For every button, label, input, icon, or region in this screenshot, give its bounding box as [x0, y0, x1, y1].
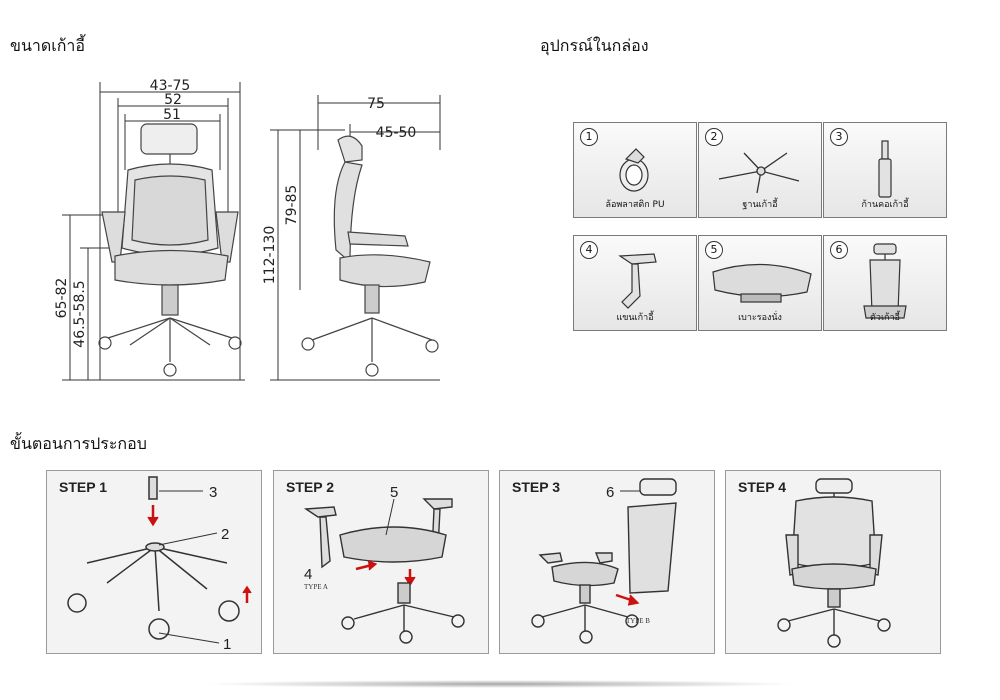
part-name: เบาะรองนั่ง — [738, 313, 782, 323]
step-label: STEP 3 — [512, 479, 560, 495]
part-name: ล้อพลาสติก PU — [605, 200, 665, 210]
step-panel-2: STEP 2 5 4 TYPE A — [273, 470, 489, 654]
part-number: 1 — [580, 128, 598, 146]
part-number: 4 — [580, 241, 598, 259]
dim-side-back-height: 79-85 — [284, 185, 300, 226]
dim-front-armrest-height: 65-82 — [54, 278, 70, 319]
step-panel-1: STEP 1 3 2 1 — [46, 470, 262, 654]
part-number: 2 — [705, 128, 723, 146]
dim-side-headrest-depth: 45-50 — [376, 125, 417, 141]
step-label: STEP 4 — [738, 479, 786, 495]
step-panel-4: STEP 4 — [725, 470, 941, 654]
chair-dimension-drawings: 43-75 52 51 65-82 46.5-58.5 75 45-50 112… — [54, 78, 441, 381]
chair-base-icon — [718, 152, 800, 194]
part-number: 6 — [830, 241, 848, 259]
step-label: STEP 2 — [286, 479, 334, 495]
dim-front-seat-width: 52 — [164, 92, 182, 108]
part-item: 4 แขนเก้าอี้ — [573, 235, 697, 331]
step-4-illustration — [777, 478, 891, 648]
part-item: 5 เบาะรองนั่ง — [698, 235, 822, 331]
step-2-type-a: TYPE A — [304, 583, 328, 591]
part-name: ฐานเก้าอี้ — [742, 200, 778, 210]
step-2-callout-5: 5 — [390, 484, 398, 501]
assembly-steps-heading: ขั้นตอนการประกอบ — [10, 434, 147, 453]
step-2-callout-4: 4 — [304, 566, 312, 583]
dim-front-back-width: 51 — [163, 107, 181, 123]
dim-side-overall-height: 112-130 — [262, 226, 278, 285]
box-contents-heading: อุปกรณ์ในกล่อง — [540, 36, 649, 55]
step-label: STEP 1 — [59, 479, 107, 495]
step-2-illustration — [303, 498, 465, 644]
part-item: 3 ก้านคอเก้าอี้ — [823, 122, 947, 218]
armrest-icon — [618, 253, 657, 309]
caster-wheel-icon — [619, 148, 649, 192]
step-1-callout-2: 2 — [221, 526, 229, 543]
bottom-shadow — [200, 680, 800, 688]
step-1-illustration — [67, 476, 252, 644]
part-item: 1 ล้อพลาสติก PU — [573, 122, 697, 218]
step-3-callout-6: 6 — [606, 484, 614, 501]
part-number: 5 — [705, 241, 723, 259]
part-name: ก้านคอเก้าอี้ — [861, 200, 909, 210]
step-3-type-b: TYPE B — [626, 617, 650, 625]
part-name: แขนเก้าอี้ — [616, 313, 654, 323]
step-3-illustration — [531, 478, 677, 644]
seat-cushion-icon — [712, 263, 812, 303]
step-panel-3: STEP 3 6 TYPE B — [499, 470, 715, 654]
dim-front-seat-height: 46.5-58.5 — [72, 280, 88, 347]
dim-side-depth: 75 — [367, 96, 385, 112]
part-item: 2 ฐานเก้าอี้ — [698, 122, 822, 218]
step-1-callout-3: 3 — [209, 484, 217, 501]
part-number: 3 — [830, 128, 848, 146]
box-contents-grid: 1 ล้อพลาสติก PU 2 ฐานเก้าอี้ 3 ก้านคอเก้… — [573, 122, 947, 332]
dim-front-overall-width: 43-75 — [150, 78, 191, 94]
step-1-callout-1: 1 — [223, 636, 231, 653]
chair-back-icon — [863, 243, 907, 319]
part-item: 6 ตัวเก้าอี้ — [823, 235, 947, 331]
gas-cylinder-icon — [878, 140, 892, 198]
part-name: ตัวเก้าอี้ — [870, 313, 900, 323]
chair-size-heading: ขนาดเก้าอี้ — [10, 36, 85, 55]
